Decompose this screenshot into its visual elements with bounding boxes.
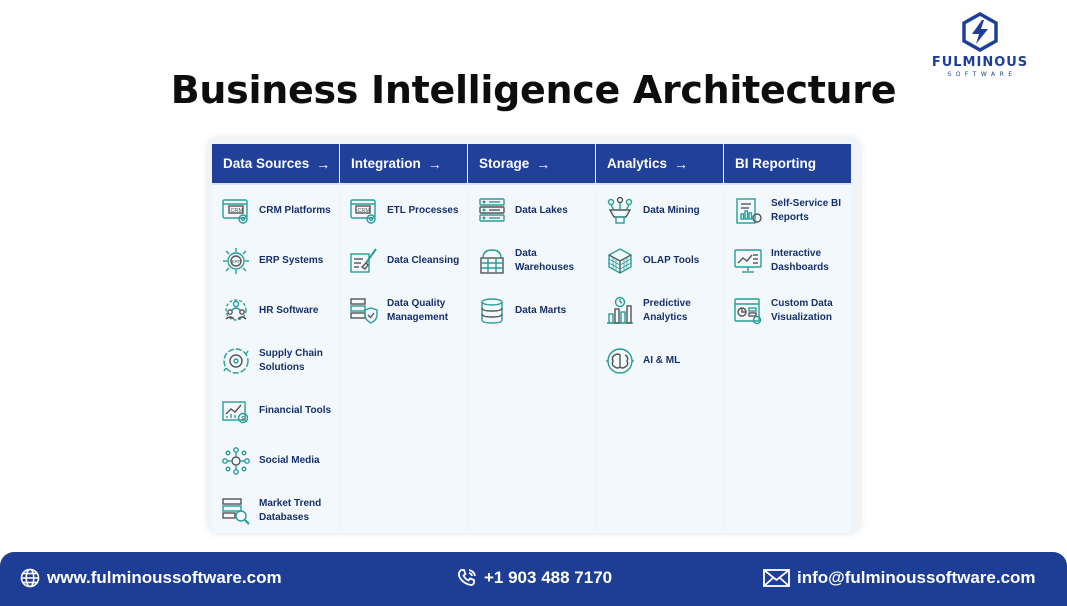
item-label: Financial Tools	[259, 405, 332, 416]
data-mining-icon	[607, 196, 633, 224]
list-item: HR Software	[212, 291, 339, 331]
column-header: BI Reporting	[724, 144, 851, 185]
finance-chart-icon: $	[222, 401, 249, 424]
server-stack-icon	[479, 198, 505, 222]
arrow-right-icon: →	[316, 155, 331, 172]
hexagon-bolt-icon	[962, 12, 998, 52]
phone-text[interactable]: +1 903 488 7170	[484, 568, 613, 587]
globe-icon	[20, 568, 40, 588]
item-label: OLAP Tools	[643, 255, 700, 266]
list-item: Predictive Analytics	[596, 291, 723, 331]
mail-icon	[763, 569, 790, 587]
item-label: Interactive Dashboards	[771, 248, 829, 273]
predictive-chart-icon	[607, 296, 633, 324]
architecture-columns: Data Sources → CRM CRM Platforms ERP	[212, 144, 851, 533]
arrow-right-icon: →	[674, 155, 689, 172]
list-item: Data Warehouses	[468, 241, 595, 281]
logo-subtitle: SOFTWARE	[947, 71, 1017, 78]
list-item: Market Trend Databases	[212, 491, 339, 531]
item-label: ERP Systems	[259, 255, 324, 266]
list-item: ERP ERP Systems	[212, 241, 339, 281]
footer-phone[interactable]: +1 903 488 7170	[457, 568, 612, 588]
list-item: CRM CRM Platforms	[212, 191, 339, 231]
item-label: Market Trend Databases	[259, 498, 322, 523]
column-integration: Integration → CRM ETL Processes Data Cle…	[340, 144, 467, 533]
list-item: Data Marts	[468, 291, 595, 331]
column-header: Storage →	[468, 144, 595, 185]
company-logo: FULMINOUS SOFTWARE	[926, 12, 1034, 86]
list-item: Supply Chain Solutions	[212, 341, 339, 381]
column-header-label: BI Reporting	[735, 156, 816, 171]
logo-name: FULMINOUS	[931, 55, 1029, 70]
column-header-label: Integration	[351, 156, 421, 171]
item-label: Data Cleansing	[387, 255, 460, 266]
column-header: Data Sources →	[212, 144, 339, 185]
contact-footer: www.fulminoussoftware.com +1 903 488 717…	[0, 552, 1067, 606]
list-item: Self-Service BI Reports	[724, 191, 851, 231]
item-label: Self-Service BI Reports	[771, 198, 842, 223]
arrow-right-icon: →	[427, 155, 442, 172]
market-search-icon	[222, 498, 250, 525]
erp-gear-icon: ERP	[223, 248, 249, 274]
arrow-right-icon: →	[536, 155, 551, 172]
item-label: Data Warehouses	[515, 248, 575, 273]
item-label: HR Software	[259, 305, 319, 316]
database-cylinder-icon	[481, 298, 503, 324]
column-storage: Storage → Data Lakes Data Warehous	[468, 144, 595, 533]
etl-window-icon: CRM	[350, 199, 376, 224]
email-text[interactable]: info@fulminoussoftware.com	[797, 568, 1036, 587]
column-analytics: Analytics → Data Mining OLAP Tools	[596, 144, 723, 533]
list-item: Interactive Dashboards	[724, 241, 851, 281]
column-bi-reporting: BI Reporting Self-Service BI Reports	[724, 144, 851, 533]
quality-shield-icon	[350, 298, 378, 324]
item-label: Predictive Analytics	[643, 298, 691, 323]
olap-cube-icon	[608, 248, 632, 274]
supply-cycle-icon	[223, 348, 249, 374]
dashboard-monitor-icon	[734, 249, 762, 273]
list-item: AI & ML	[596, 341, 723, 381]
visualization-icon	[734, 298, 762, 325]
warehouse-icon	[480, 249, 504, 274]
column-header-label: Analytics	[607, 156, 668, 171]
svg-text:CRM: CRM	[358, 208, 371, 214]
report-document-icon	[736, 198, 762, 224]
column-header-label: Data Sources	[223, 156, 310, 171]
item-label: Data Quality Management	[387, 298, 449, 323]
item-label: CRM Platforms	[259, 205, 331, 216]
item-label: Data Lakes	[515, 205, 568, 216]
column-data-sources: Data Sources → CRM CRM Platforms ERP	[212, 144, 339, 533]
svg-text:ERP: ERP	[232, 259, 241, 264]
svg-text:$: $	[241, 417, 245, 423]
list-item: OLAP Tools	[596, 241, 723, 281]
list-item: Data Quality Management	[340, 291, 467, 331]
item-label: Custom Data Visualization	[771, 298, 833, 323]
footer-website[interactable]: www.fulminoussoftware.com	[20, 568, 282, 588]
item-label: AI & ML	[643, 355, 681, 366]
phone-icon	[457, 569, 476, 586]
item-label: Data Marts	[515, 305, 567, 316]
list-item: Custom Data Visualization	[724, 291, 851, 331]
list-item: CRM ETL Processes	[340, 191, 467, 231]
list-item: $ Financial Tools	[212, 391, 339, 431]
item-label: ETL Processes	[387, 205, 459, 216]
list-item: Social Media	[212, 441, 339, 481]
website-text[interactable]: www.fulminoussoftware.com	[47, 568, 282, 587]
item-label: Data Mining	[643, 205, 700, 216]
page-title: Business Intelligence Architecture	[170, 68, 897, 112]
footer-email[interactable]: info@fulminoussoftware.com	[763, 568, 1036, 588]
list-item: Data Cleansing	[340, 241, 467, 281]
ai-brain-icon	[606, 348, 634, 374]
people-network-icon	[225, 299, 247, 321]
list-item: Data Lakes	[468, 191, 595, 231]
list-item: Data Mining	[596, 191, 723, 231]
column-header: Integration →	[340, 144, 467, 185]
social-network-icon	[222, 447, 250, 475]
item-label: Supply Chain Solutions	[259, 348, 323, 373]
column-header-label: Storage	[479, 156, 530, 171]
column-header: Analytics →	[596, 144, 723, 185]
cleansing-brush-icon	[350, 248, 377, 273]
crm-window-icon: CRM	[222, 199, 248, 224]
item-label: Social Media	[259, 455, 320, 466]
svg-text:CRM: CRM	[231, 208, 244, 214]
